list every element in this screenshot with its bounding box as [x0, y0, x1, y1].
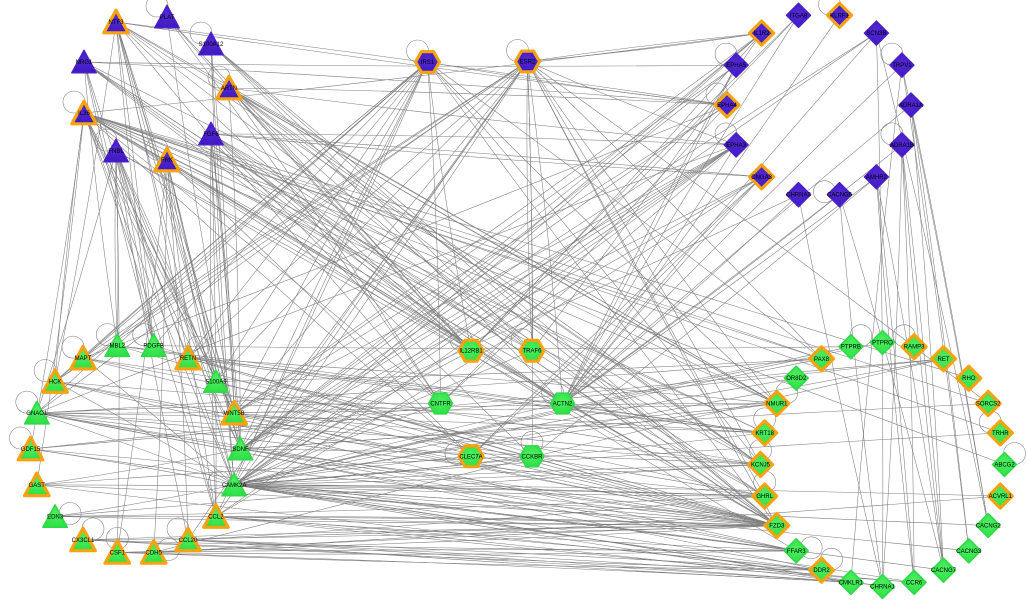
svg-text:PLAT: PLAT [160, 15, 175, 21]
svg-text:ITGA8: ITGA8 [790, 13, 808, 19]
svg-text:EPHA4: EPHA4 [717, 103, 737, 109]
svg-text:EPHA5: EPHA5 [726, 63, 746, 69]
svg-text:ESR2: ESR2 [520, 60, 536, 66]
svg-text:CNGA3: CNGA3 [751, 175, 772, 181]
svg-text:NMUR1: NMUR1 [766, 402, 788, 408]
svg-text:KRT18: KRT18 [755, 431, 774, 437]
svg-text:PTPRB: PTPRB [841, 345, 861, 351]
svg-text:MBL2: MBL2 [109, 344, 125, 350]
svg-text:CSF1: CSF1 [110, 550, 126, 556]
svg-text:ADRA1A: ADRA1A [899, 103, 923, 109]
svg-text:S100A12: S100A12 [199, 42, 224, 48]
svg-text:CLEC7A: CLEC7A [459, 454, 482, 460]
svg-text:HCK: HCK [49, 380, 62, 386]
svg-text:CCR6: CCR6 [906, 580, 923, 586]
svg-text:CHRNA1: CHRNA1 [870, 585, 895, 591]
svg-text:KCNJ5: KCNJ5 [751, 463, 771, 469]
svg-text:GDF15: GDF15 [21, 447, 41, 453]
svg-text:NRG1: NRG1 [76, 60, 93, 66]
svg-text:RETN: RETN [180, 356, 196, 362]
svg-text:RHO: RHO [962, 376, 976, 382]
svg-text:RET: RET [938, 357, 950, 363]
svg-text:CACNG2: CACNG2 [976, 524, 1002, 530]
svg-text:AMHR2: AMHR2 [866, 175, 888, 181]
svg-text:CDH5: CDH5 [146, 550, 163, 556]
svg-text:ACVRL1: ACVRL1 [989, 494, 1013, 500]
svg-text:SCN3B: SCN3B [866, 31, 886, 37]
svg-text:FFAR3: FFAR3 [787, 549, 806, 555]
svg-text:SORCS2: SORCS2 [976, 402, 1001, 408]
svg-text:IL12RB1: IL12RB1 [459, 349, 483, 355]
svg-text:CCL2: CCL2 [208, 515, 224, 521]
svg-text:DDR2: DDR2 [813, 568, 830, 574]
svg-text:IRS1: IRS1 [421, 60, 435, 66]
svg-text:CACNG3: CACNG3 [956, 549, 982, 555]
svg-text:TRPV1: TRPV1 [892, 63, 912, 69]
svg-text:CCKBR: CCKBR [521, 454, 543, 460]
svg-text:NTF3: NTF3 [109, 20, 125, 26]
svg-text:PDGFB: PDGFB [143, 344, 164, 350]
svg-text:OR8D2: OR8D2 [786, 376, 807, 382]
svg-text:EPHA3: EPHA3 [726, 143, 746, 149]
svg-text:CX3CL1: CX3CL1 [72, 538, 95, 544]
svg-text:WNT5B: WNT5B [224, 411, 245, 417]
svg-text:IL1R2: IL1R2 [754, 31, 771, 37]
svg-text:IL36: IL36 [78, 111, 90, 117]
svg-text:PAX8: PAX8 [814, 357, 830, 363]
svg-text:TRAF6: TRAF6 [522, 349, 542, 355]
svg-text:CHRNA3: CHRNA3 [786, 193, 811, 199]
svg-text:TRHR: TRHR [992, 431, 1009, 437]
svg-text:CAMK2A: CAMK2A [222, 483, 247, 489]
svg-text:RAMP3: RAMP3 [904, 345, 925, 351]
svg-text:GHRL: GHRL [756, 494, 773, 500]
svg-text:FNBL: FNBL [108, 149, 124, 155]
svg-text:ADRA1B: ADRA1B [890, 143, 914, 149]
svg-text:ARTN: ARTN [221, 86, 237, 92]
svg-text:CACNG7: CACNG7 [931, 568, 957, 574]
svg-text:ABCG2: ABCG2 [994, 463, 1015, 469]
svg-text:S100A9: S100A9 [205, 380, 227, 386]
svg-text:PTPRO: PTPRO [872, 341, 893, 347]
svg-text:CNTFR: CNTFR [430, 402, 451, 408]
svg-text:GAST: GAST [29, 483, 46, 489]
svg-text:ACTN2: ACTN2 [553, 402, 573, 408]
svg-text:CACNG5: CACNG5 [827, 193, 853, 199]
svg-text:CCL20: CCL20 [179, 538, 198, 544]
svg-text:CMKLR1: CMKLR1 [839, 580, 864, 586]
svg-text:EDN3: EDN3 [47, 515, 64, 521]
svg-text:FGF6: FGF6 [203, 132, 219, 138]
svg-text:GNAO1: GNAO1 [26, 411, 48, 417]
svg-text:KLRF1: KLRF1 [830, 13, 849, 19]
svg-text:FRK: FRK [161, 158, 173, 164]
svg-text:FZD3: FZD3 [769, 524, 785, 530]
svg-text:MAPT: MAPT [75, 356, 92, 362]
svg-text:BDNF: BDNF [232, 447, 249, 453]
